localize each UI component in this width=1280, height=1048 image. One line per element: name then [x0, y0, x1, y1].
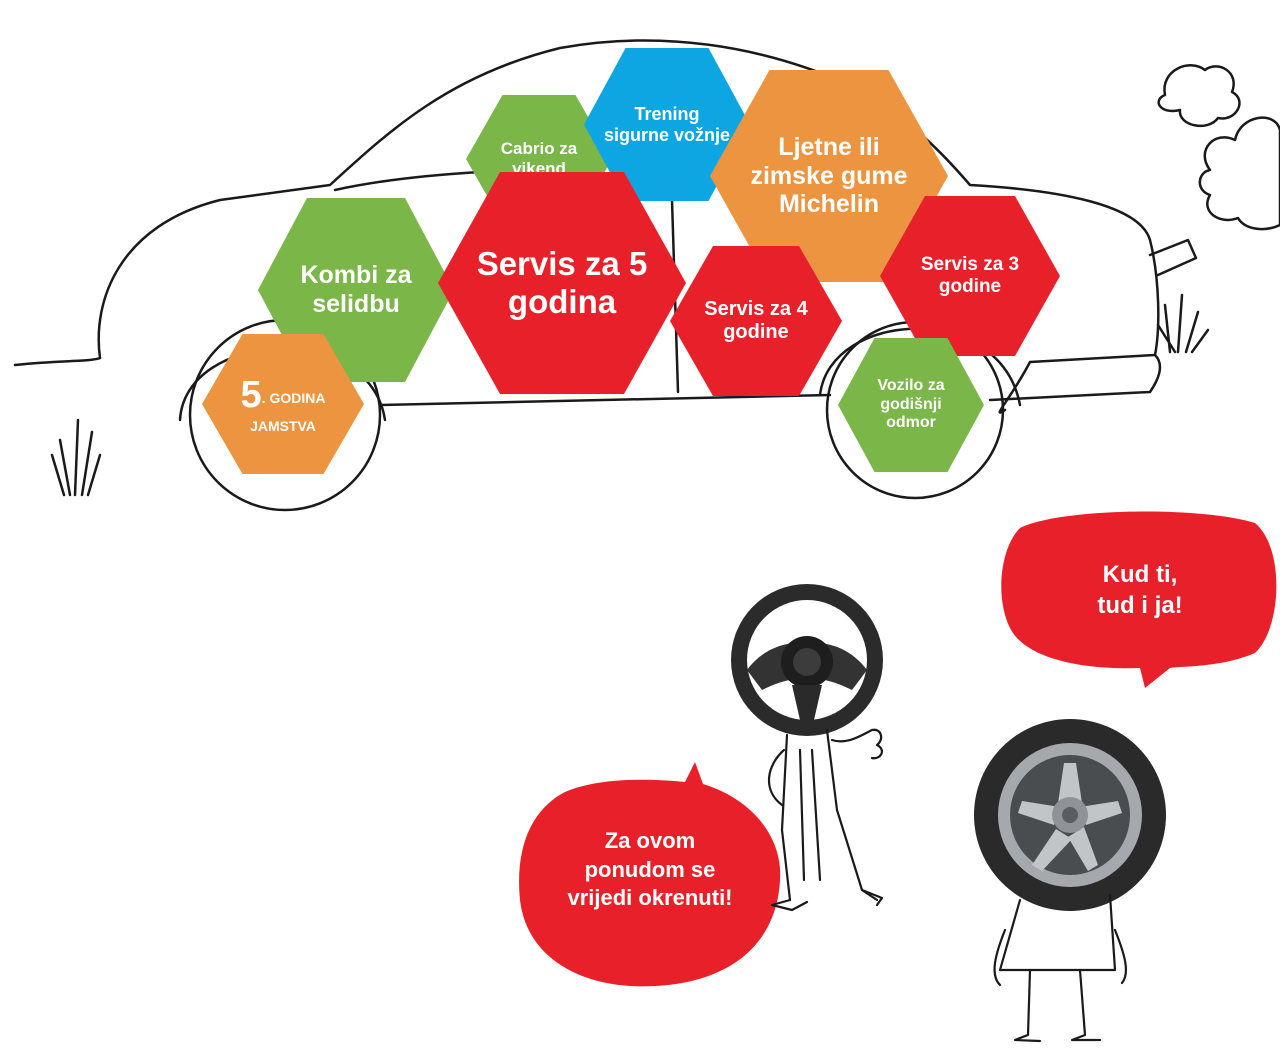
hex-ljetne-label: Ljetne ili zimske gume Michelin [750, 132, 908, 219]
bubble-kud-line1: Kud ti, [1102, 560, 1178, 588]
speech-bubble-kud-icon [1001, 511, 1277, 688]
steering-wheel-character [731, 584, 884, 912]
bubble-za-line1: Za ovom [604, 828, 696, 854]
steering-wheel-icon [731, 584, 883, 736]
jamstvo-number: 5 [240, 374, 262, 417]
bubble-kud-text: Kud ti, tud i ja! [1097, 559, 1182, 621]
hex-jamstvo: 5. GODINA JAMSTVA [202, 334, 364, 474]
jamstvo-line1: 5. GODINA [241, 374, 326, 418]
hex-servis4-label: Servis za 4 godine [704, 298, 808, 343]
hex-trening-label: Trening sigurne vožnje [603, 103, 731, 145]
tire-icon [974, 719, 1166, 911]
hex-vozilo-label: Vozilo za godišnji odmor [877, 377, 945, 432]
tire-character [974, 719, 1166, 1043]
speech-bubble-za-icon [519, 762, 781, 987]
speech-bubble-za: Za ovom ponudom se vrijedi okrenuti! [530, 815, 770, 925]
bubble-za-line3: vrijedi okrenuti! [567, 885, 733, 911]
hex-servis5-label: Servis za 5 godina [476, 245, 648, 320]
jamstvo-text: 5. GODINA JAMSTVA [241, 374, 326, 434]
jamstvo-line2: JAMSTVA [250, 417, 316, 434]
hex-servis4: Servis za 4 godine [670, 246, 842, 396]
hex-servis3-label: Servis za 3 godine [920, 254, 1020, 297]
jamstvo-line1-text: . GODINA [261, 390, 326, 407]
speech-bubble-kud: Kud ti, tud i ja! [1020, 540, 1260, 640]
hex-kombi-label: Kombi za selidbu [300, 261, 412, 318]
bubble-za-text: Za ovom ponudom se vrijedi okrenuti! [567, 827, 732, 913]
bubble-za-line2: ponudom se [584, 856, 716, 882]
bubble-kud-line2: tud i ja! [1097, 592, 1183, 619]
